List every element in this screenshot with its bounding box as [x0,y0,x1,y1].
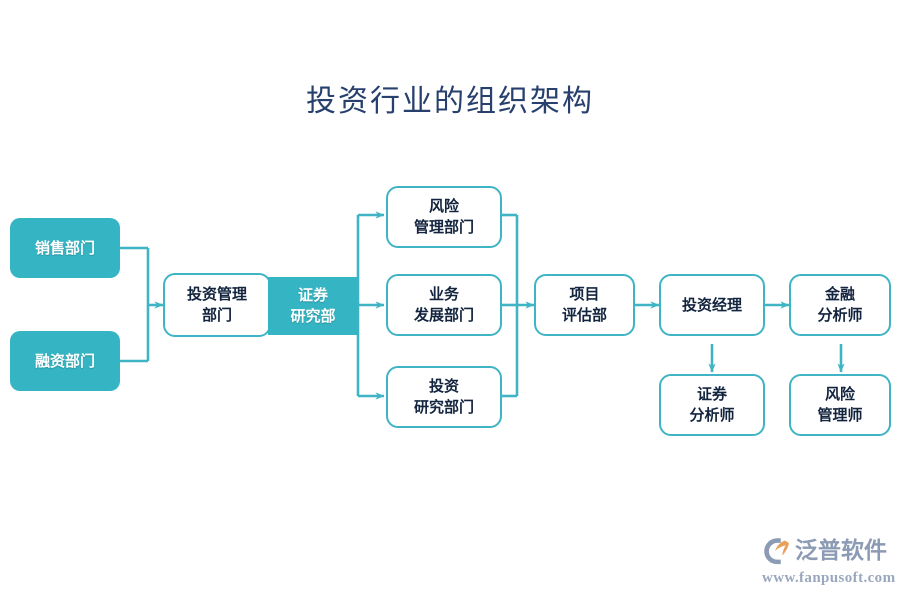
watermark: 泛普软件 www.fanpusoft.com [762,534,896,590]
node-risk-mgmt-dept[interactable]: 风险 管理部门 [386,186,502,248]
node-investment-manager[interactable]: 投资经理 [659,274,765,336]
node-financial-analyst[interactable]: 金融 分析师 [789,274,891,336]
node-project-eval-dept[interactable]: 项目 评估部 [534,274,635,336]
node-business-dev-dept[interactable]: 业务 发展部门 [386,274,502,336]
node-sales-dept[interactable]: 销售部门 [10,218,120,278]
watermark-brand-name: 泛普软件 [795,538,887,564]
node-securities-research-dept[interactable]: 证券 研究部 [268,277,358,335]
node-securities-analyst[interactable]: 证券 分析师 [659,374,765,436]
node-investment-mgmt-dept[interactable]: 投资管理 部门 [163,273,271,337]
fanpu-swoosh-logo-icon [764,538,789,565]
node-risk-manager[interactable]: 风险 管理师 [789,374,891,436]
watermark-url: www.fanpusoft.com [762,570,896,586]
watermark-brand-row: 泛普软件 [762,534,894,568]
page-title: 投资行业的组织架构 [306,84,594,119]
node-investment-research-dept[interactable]: 投资 研究部门 [386,366,502,428]
node-financing-dept[interactable]: 融资部门 [10,331,120,391]
